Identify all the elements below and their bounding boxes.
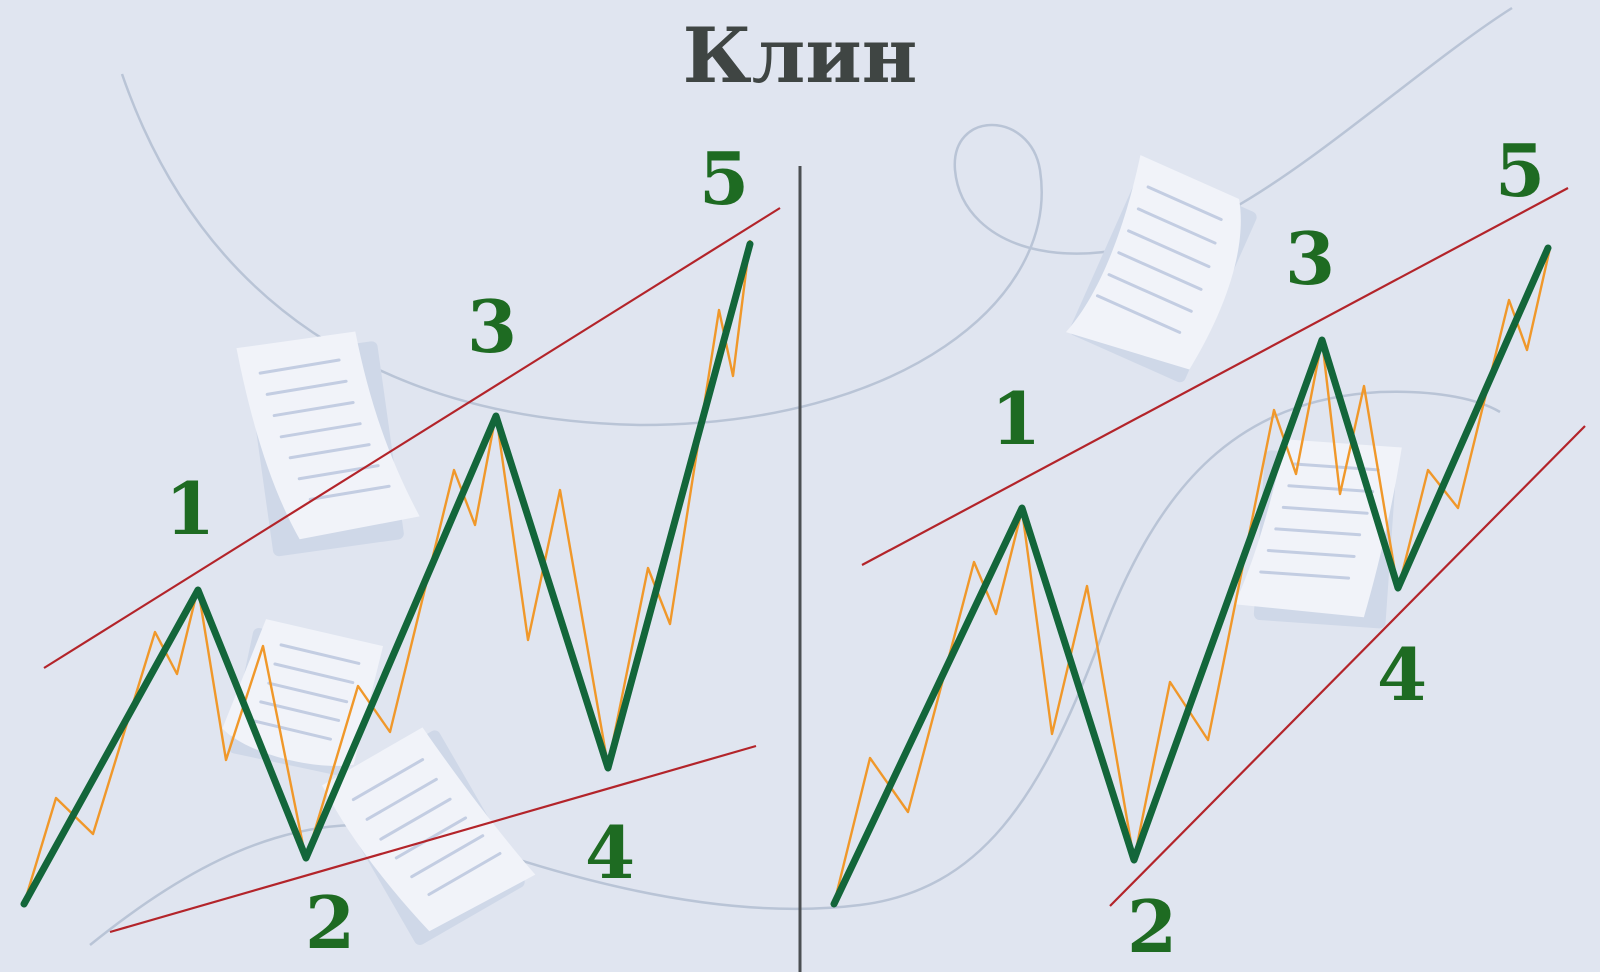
decorative-papers bbox=[222, 155, 1402, 945]
right-lower-trendline bbox=[1109, 425, 1586, 907]
left-upper-trendline bbox=[43, 207, 781, 669]
right-wave-label-5: 5 bbox=[1495, 128, 1545, 213]
left-wave-line bbox=[20, 240, 754, 908]
right-wedge-panel: 1 2 3 4 5 bbox=[830, 128, 1586, 969]
right-wave-label-4: 4 bbox=[1377, 632, 1427, 717]
paper-decoration-2 bbox=[222, 619, 384, 776]
paper-decoration-1 bbox=[236, 331, 420, 557]
paper-decoration-3 bbox=[322, 727, 536, 945]
paper-decoration-5 bbox=[1234, 439, 1402, 629]
left-wedge-panel: 1 2 3 4 5 bbox=[20, 136, 781, 965]
right-wave-label-1: 1 bbox=[991, 376, 1041, 461]
left-lower-trendline bbox=[109, 744, 757, 934]
paper-decoration-4 bbox=[1065, 155, 1257, 383]
left-wave-label-4: 4 bbox=[585, 810, 635, 895]
left-wave-label-3: 3 bbox=[467, 284, 517, 369]
page-title: Клин bbox=[683, 11, 918, 100]
right-wave-label-3: 3 bbox=[1285, 216, 1335, 301]
left-wave-label-2: 2 bbox=[305, 880, 355, 965]
right-wave-line bbox=[830, 244, 1552, 908]
left-wave-label-1: 1 bbox=[165, 466, 215, 551]
left-wave-label-5: 5 bbox=[699, 136, 749, 221]
right-wave-label-2: 2 bbox=[1127, 884, 1177, 969]
right-upper-trendline bbox=[861, 187, 1569, 566]
